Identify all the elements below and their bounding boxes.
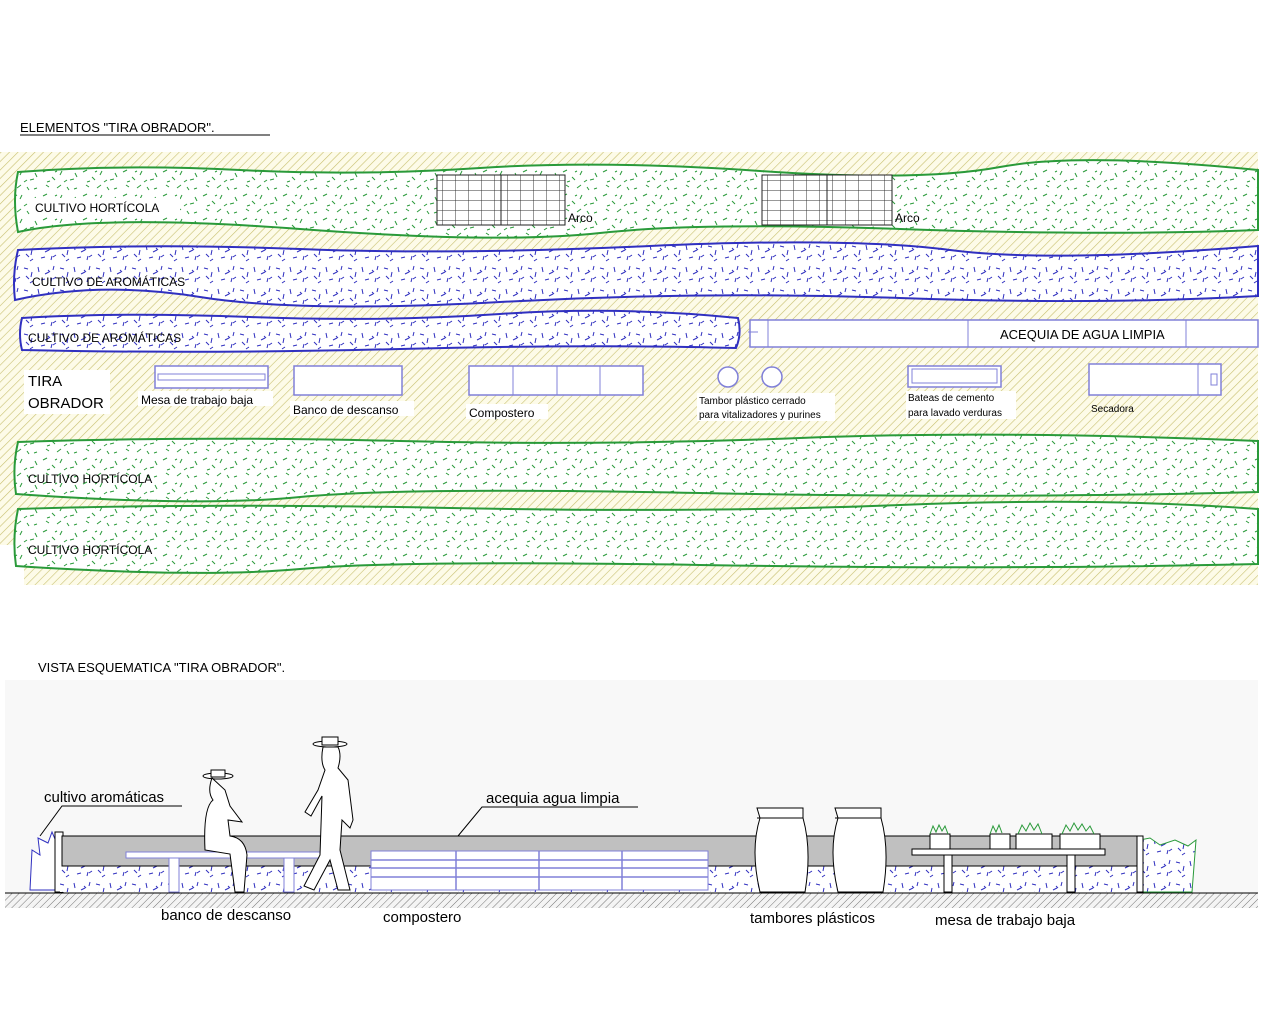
strip-label: CULTIVO DE AROMÁTICAS xyxy=(28,330,181,345)
strip-label: CULTIVO HORTÍCOLA xyxy=(28,542,152,557)
strip-label: CULTIVO HORTÍCOLA xyxy=(28,471,152,486)
arco-2a xyxy=(761,174,828,226)
strip-label: CULTIVO HORTÍCOLA xyxy=(35,200,159,215)
bateas-plan: Bateas de cemento para lavado verduras xyxy=(906,365,1016,419)
bateas-label-1: Bateas de cemento xyxy=(908,393,995,404)
walking-person xyxy=(303,736,354,891)
label-banco: banco de descanso xyxy=(161,907,291,924)
ground xyxy=(5,893,1258,908)
compostero-section xyxy=(370,850,709,891)
label-mesa: mesa de trabajo baja xyxy=(935,912,1076,929)
arco-2b xyxy=(826,174,893,226)
arco-label: Arco xyxy=(568,211,593,225)
tira-obrador-label-2: OBRADOR xyxy=(28,395,104,412)
strip-horticola-2: CULTIVO HORTÍCOLA xyxy=(13,433,1259,503)
strip-aromaticas-2: CULTIVO DE AROMÁTICAS xyxy=(19,309,741,353)
secadora-plan: Secadora xyxy=(1088,363,1222,415)
compostero-plan: Compostero xyxy=(466,365,644,420)
label-acequia: acequia agua limpia xyxy=(486,790,620,807)
arco-1a xyxy=(436,174,502,226)
label-aromaticas: cultivo aromáticas xyxy=(44,789,164,806)
strip-aromaticas-1: CULTIVO DE AROMÁTICAS xyxy=(13,241,1259,308)
acequia-label: ACEQUIA DE AGUA LIMPIA xyxy=(1000,327,1165,342)
plan-view: ELEMENTOS "TIRA OBRADOR". CULTIVO HORTÍC… xyxy=(0,120,1259,585)
label-compostero: compostero xyxy=(383,909,461,926)
tambor-plan: Tambor plástico cerrado para vitalizador… xyxy=(697,366,835,421)
banco-plan: Banco de descanso xyxy=(290,365,414,417)
compostero-label: Compostero xyxy=(469,406,535,420)
arco-1b xyxy=(500,174,566,226)
mesa-section xyxy=(911,821,1106,893)
acequia-plan: ACEQUIA DE AGUA LIMPIA xyxy=(748,319,1259,348)
bush-right xyxy=(1139,837,1197,893)
section-view: VISTA ESQUEMATICA "TIRA OBRADOR". cultiv… xyxy=(5,660,1258,929)
mesa-label: Mesa de trabajo baja xyxy=(141,393,253,407)
strip-horticola-3: CULTIVO HORTÍCOLA xyxy=(13,500,1259,574)
tambor-label-2: para vitalizadores y purines xyxy=(699,410,821,421)
banco-label: Banco de descanso xyxy=(293,403,399,417)
strip-horticola-1: CULTIVO HORTÍCOLA Arco Arco xyxy=(14,159,1259,239)
drums-section xyxy=(754,807,887,893)
mesa-plan: Mesa de trabajo baja xyxy=(138,365,273,407)
tira-obrador-label-1: TIRA xyxy=(28,373,62,390)
label-tambores: tambores plásticos xyxy=(750,910,875,927)
seated-person xyxy=(202,769,248,893)
strip-label: CULTIVO DE AROMÁTICAS xyxy=(32,274,185,289)
bateas-label-2: para lavado verduras xyxy=(908,408,1002,419)
plan-title: ELEMENTOS "TIRA OBRADOR". xyxy=(20,120,215,135)
section-title: VISTA ESQUEMATICA "TIRA OBRADOR". xyxy=(38,660,285,675)
arco-label: Arco xyxy=(895,211,920,225)
tambor-label-1: Tambor plástico cerrado xyxy=(699,396,806,407)
secadora-label: Secadora xyxy=(1091,404,1134,415)
